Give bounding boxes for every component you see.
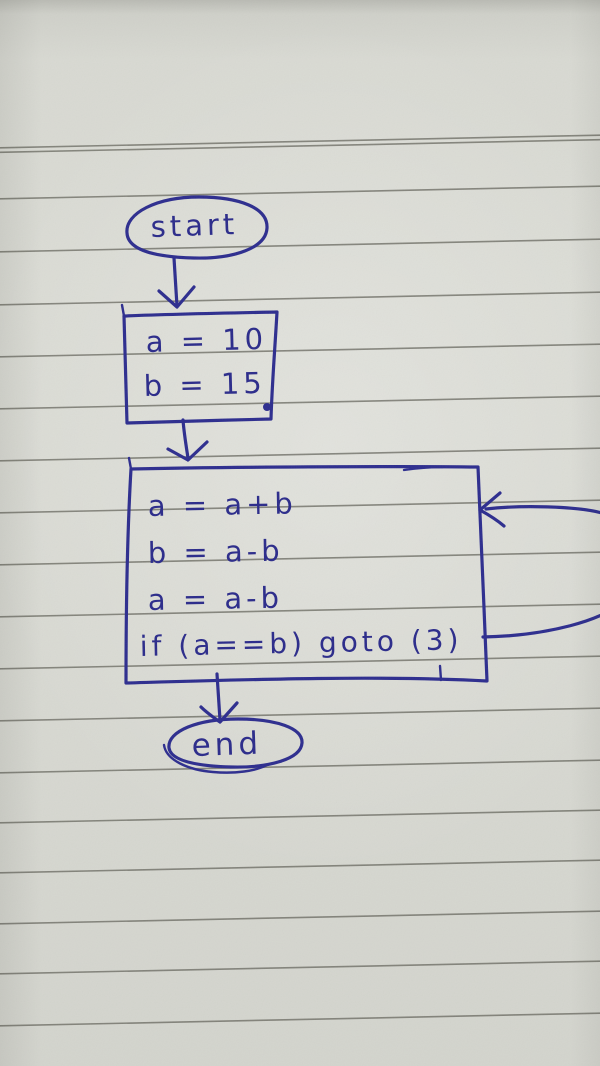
paper-grain-overlay [0,0,600,1066]
flowchart-svg: start a = 10 b = 15 a = a+b b = [0,0,600,1066]
notebook-photo: start a = 10 b = 15 a = a+b b = [0,0,600,1066]
